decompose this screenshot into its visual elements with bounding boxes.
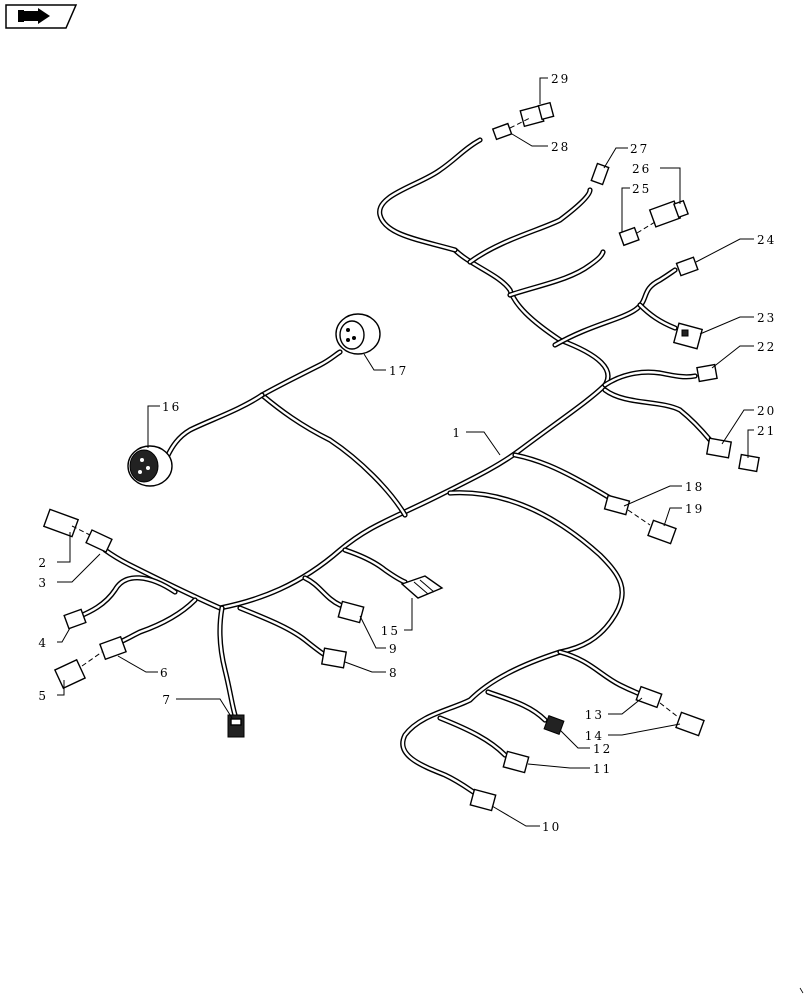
callout-16: 16 [162,400,181,414]
callout-3: 3 [38,576,48,590]
callout-9: 9 [389,642,399,656]
corner-mark [799,987,804,994]
connector-16 [127,445,173,487]
connector-25 [618,226,640,247]
callout-29: 29 [551,72,570,86]
next-page-arrow-icon[interactable] [5,4,78,29]
connector-5 [53,658,87,690]
callout-22: 22 [757,340,776,354]
connector-17 [335,313,381,355]
connector-21 [738,453,760,473]
connector-3 [85,529,113,553]
connector-29 [519,101,555,128]
callout-23: 23 [757,311,776,325]
connector-19 [647,519,677,545]
callout-5: 5 [38,689,48,703]
callout-11: 11 [593,762,612,776]
callout-24: 24 [757,233,776,247]
callout-1: 1 [452,426,462,440]
connector-22 [696,363,718,383]
connector-10 [469,788,497,812]
callout-27: 27 [630,142,649,156]
connector-15 [400,575,444,599]
callout-21: 21 [757,424,776,438]
connector-14 [675,711,705,737]
connector-27 [590,162,610,186]
callout-4: 4 [38,636,48,650]
callout-18: 18 [685,480,704,494]
connector-6 [99,635,127,661]
callout-labels: 1 2 3 4 5 6 7 8 9 10 11 12 13 14 15 16 1… [38,72,776,834]
connector-8 [320,647,348,669]
callout-28: 28 [551,140,570,154]
callout-15: 15 [381,624,400,638]
connector-4 [63,608,87,630]
callout-13: 13 [585,708,604,722]
callout-14: 14 [585,729,604,743]
callout-25: 25 [632,182,651,196]
connector-20 [705,437,733,459]
callout-26: 26 [632,162,651,176]
callout-leaders [57,77,754,827]
callout-20: 20 [757,404,776,418]
connector-7 [227,714,245,738]
callout-6: 6 [160,666,170,680]
callout-7: 7 [162,693,172,707]
connector-9 [337,600,365,624]
connector-24 [675,256,699,277]
connector-28 [491,122,513,141]
callout-10: 10 [542,820,561,834]
callout-17: 17 [389,364,408,378]
connector-11 [502,750,530,774]
callout-2: 2 [38,556,48,570]
connector-26 [648,199,689,228]
connector-2 [42,508,80,538]
connector-13 [635,685,663,709]
connector-18 [603,494,631,516]
callout-12: 12 [593,742,612,756]
callout-8: 8 [389,666,399,680]
harness-wires [75,137,713,798]
connector-12 [543,715,565,735]
callout-19: 19 [685,502,704,516]
harness-connectors [42,101,760,812]
connector-23 [672,322,704,350]
